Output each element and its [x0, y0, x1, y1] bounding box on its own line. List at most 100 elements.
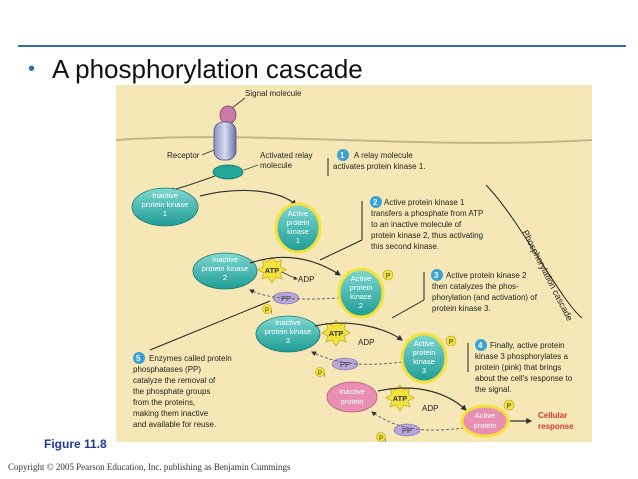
protein-inactive-line1: Inactive: [339, 387, 365, 396]
adp-label-2: ADP: [358, 338, 374, 347]
relay-molecule: [212, 164, 244, 180]
kinase1-inactive-line3: 1: [163, 209, 167, 218]
kinase3-active-line1: Active: [414, 339, 434, 348]
adp-label-3: ADP: [422, 404, 438, 413]
pi-1-i: i: [271, 310, 272, 316]
step3-line4: protein kinase 3.: [432, 304, 491, 313]
pp-label-1: PP: [281, 294, 291, 303]
kinase3-inactive-line2: protein kinase: [265, 327, 312, 336]
kinase1-active-line4: 1: [296, 236, 300, 245]
phosphate-kinase2: [382, 269, 394, 281]
step5-badge: [133, 352, 145, 364]
active-kinase-1: [274, 202, 322, 254]
arrow-kinase3-activation: [314, 322, 403, 341]
relay-pointer: [243, 164, 259, 171]
receptor: [213, 121, 237, 161]
arrow-kinase2-activation: [249, 256, 342, 276]
kinase2-inactive-line1: Inactive: [212, 255, 238, 264]
arrow-protein-activation: [377, 387, 467, 411]
step1-badge: [337, 149, 349, 161]
arrow-relay-to-kinase1: [169, 175, 216, 193]
pi-1-p: P: [265, 308, 269, 314]
step2-line1: Active protein kinase 1: [384, 198, 465, 207]
atp-burst-2: [321, 319, 351, 347]
adp-label-1: ADP: [298, 275, 314, 284]
kinase3-inactive-line1: Inactive: [275, 318, 301, 327]
step4-line4: about the cell's response to: [475, 374, 573, 383]
protein-active-line2: protein: [474, 421, 497, 430]
step5-pointer: [149, 300, 271, 351]
arrow-kinase1-activation: [199, 189, 297, 206]
pi-2-p: P: [318, 371, 322, 377]
step4-line5: the signal.: [475, 385, 511, 394]
copyright-notice: Copyright © 2005 Pearson Education, Inc.…: [8, 462, 291, 472]
atp-label-2: ATP: [329, 329, 343, 338]
arrow-atp-to-adp-1: [281, 271, 298, 280]
inactive-kinase-2: [192, 252, 258, 290]
step4-badge: [475, 339, 487, 351]
arrow-dephosph-kinase2: [249, 289, 341, 300]
atp-burst-1: [257, 256, 287, 284]
step5-number: 5: [136, 354, 141, 363]
step2-line5: this second kinase.: [371, 242, 439, 251]
step2-badge: [370, 196, 382, 208]
inactive-kinase-1: [131, 187, 199, 227]
step3-line3: phorylation (and activation) of: [432, 293, 538, 302]
bullet-marker: •: [28, 58, 36, 80]
pp-label-3: PP: [402, 426, 412, 435]
step5-line2: phosphatases (PP): [133, 365, 201, 374]
step5-line4: the phosphate groups: [133, 387, 210, 396]
phosphatase-1: [272, 291, 300, 305]
active-kinase-2: [337, 267, 385, 319]
step4-line1: Finally, active protein: [490, 341, 565, 350]
phosphate-protein-label: P: [507, 403, 512, 410]
kinase3-active-line3: kinase: [413, 357, 435, 366]
kinase2-active-line2: protein: [350, 283, 373, 292]
phosphate-kinase3-label: P: [449, 339, 454, 346]
step1-line2: activates protein kinase 1.: [333, 162, 426, 171]
phosphate-kinase3: [445, 335, 457, 347]
phosphate-kinase2-label: P: [386, 273, 391, 280]
relay-label-line2: molecule: [260, 161, 293, 170]
step1-line1: A relay molecule: [354, 151, 413, 160]
active-kinase-3: [400, 332, 448, 384]
kinase1-inactive-line1: Inactive: [152, 191, 178, 200]
cellular-response-line1: Cellular: [538, 411, 567, 420]
kinase3-inactive-line3: 3: [286, 336, 290, 345]
phosphatase-2: [331, 357, 359, 371]
kinase1-active-line1: Active: [288, 209, 308, 218]
kinase2-active-line1: Active: [351, 274, 371, 283]
protein-inactive-line2: protein: [341, 397, 364, 406]
kinase1-active-line2: protein: [287, 218, 310, 227]
step2-line4: protein kinase 2, thus activating: [371, 231, 483, 240]
arrow-dephosph-kinase3: [311, 351, 403, 365]
step4-number: 4: [478, 341, 483, 350]
kinase1-active-line3: kinase: [287, 227, 309, 236]
arrow-dephosph-protein: [371, 411, 465, 431]
step5-line1: Enzymes called protein: [149, 354, 232, 363]
title-rule: [18, 45, 626, 47]
step3-pointer: [391, 299, 425, 319]
step1-number: 1: [340, 151, 345, 160]
cell-membrane: [115, 136, 593, 144]
inactive-kinase-3: [255, 315, 321, 353]
pi-2: [315, 367, 325, 377]
relay-label-line1: Activated relay: [260, 151, 312, 160]
kinase2-inactive-line3: 2: [223, 273, 227, 282]
kinase3-active-line4: 3: [422, 366, 426, 375]
atp-label-3: ATP: [393, 394, 407, 403]
kinase1-inactive-line2: protein kinase: [142, 200, 189, 209]
pi-2-i: i: [324, 373, 325, 379]
step5-line7: and available for reuse.: [133, 420, 216, 429]
pi-3: [376, 432, 386, 442]
step5-line6: making them inactive: [133, 409, 209, 418]
step2-number: 2: [373, 198, 378, 207]
active-protein: [460, 404, 510, 438]
cascade-vertical-label: Phosphorylation cascade: [520, 228, 575, 322]
pi-3-p: P: [379, 436, 383, 442]
step3-number: 3: [434, 271, 439, 280]
pi-3-i: i: [385, 438, 386, 444]
receptor-pointer: [201, 149, 215, 156]
kinase2-inactive-line2: protein kinase: [202, 264, 249, 273]
atp-burst-3: [385, 384, 415, 412]
